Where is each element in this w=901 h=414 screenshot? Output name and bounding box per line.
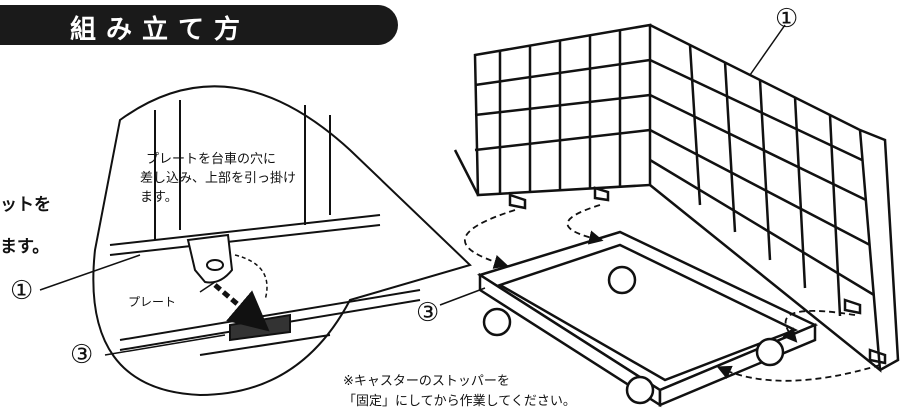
- callout-marker-3: ③: [70, 340, 94, 370]
- wire-basket: [453, 23, 900, 373]
- instruction-line-2: 差し込み、上部を引っ掛け: [140, 171, 297, 186]
- cut-off-text-line-1: ットを: [0, 195, 51, 215]
- cut-off-text-line-2: ます。: [0, 237, 50, 257]
- diagram-marker-3: ③: [416, 298, 440, 328]
- callout-marker-1: ①: [10, 276, 34, 306]
- banner-title: 組み立て方: [70, 15, 251, 45]
- detail-callout: [39, 85, 472, 397]
- title-banner: 組み立て方: [0, 5, 398, 45]
- instruction-line-1: プレートを台車の穴に: [146, 152, 277, 167]
- caster-note-line-2: 「固定」にしてから作業してください。: [343, 394, 576, 409]
- plate-label: プレート: [128, 295, 177, 309]
- assembly-arrows: [463, 204, 881, 382]
- cart-dolly: [477, 230, 819, 408]
- diagram-marker-1: ①: [775, 4, 799, 34]
- instruction-line-3: ます。: [140, 190, 178, 205]
- caster-note-line-1: ※キャスターのストッパーを: [343, 374, 510, 389]
